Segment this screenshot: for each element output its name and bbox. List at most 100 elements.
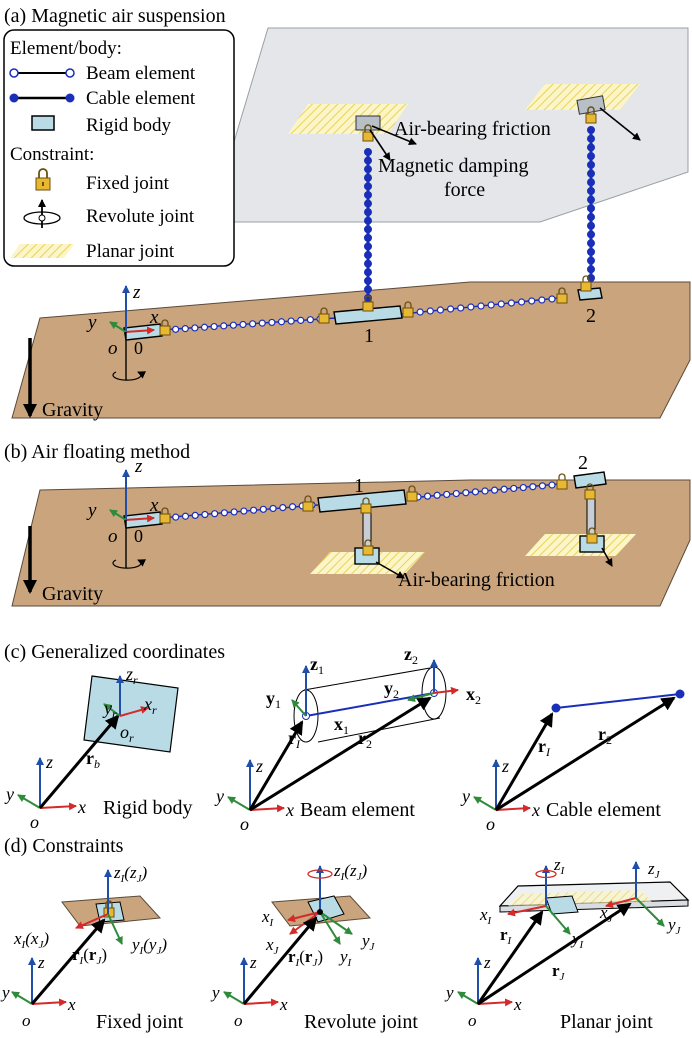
rb-label: rb <box>86 748 100 771</box>
x-axis-label-b: x <box>149 495 159 516</box>
beam-node <box>497 300 505 308</box>
cable-node <box>364 225 373 234</box>
d3-y-label: y <box>444 983 454 1002</box>
revolute-rotation-ring <box>307 869 333 879</box>
fixed-rI-label: rI(rJ) <box>72 945 107 967</box>
cable-node <box>364 259 373 268</box>
beam-nodes-b <box>162 481 556 522</box>
d1-y-label: y <box>0 983 10 1002</box>
beam-node <box>538 296 546 304</box>
beam-node <box>200 323 209 331</box>
beam-nodes-a <box>162 295 556 334</box>
cable-node <box>586 195 595 204</box>
cable-node <box>364 242 373 251</box>
cable-node <box>586 230 595 239</box>
cable-node <box>586 265 595 274</box>
c2-y-label: y <box>214 786 224 806</box>
beam-node <box>181 325 189 333</box>
floor-rigid-body-1 <box>333 305 403 325</box>
friction-arrow-b1 <box>375 561 405 579</box>
c2-x-label: x <box>285 800 294 820</box>
d2-z-label: z <box>249 953 257 972</box>
cable-nodes-2 <box>586 125 595 283</box>
d2-y-axis <box>223 991 245 1005</box>
support-post-2 <box>586 497 596 537</box>
ceiling-planar-patch-2 <box>525 84 640 110</box>
r2-vector <box>249 696 432 812</box>
ceiling-rigid-body-2 <box>576 95 606 115</box>
y-axis-label-b: y <box>86 500 97 521</box>
beam-node <box>477 302 485 310</box>
cable-node <box>586 160 595 169</box>
beam-node <box>230 508 238 516</box>
floor-plane-b <box>11 479 691 607</box>
or-label: or <box>120 722 134 745</box>
beam-node <box>433 491 441 499</box>
cable-node <box>586 143 595 152</box>
beam-element-coordinates: z1 y1 x1 z2 y2 x2 rI r2 z y o x Beam ele… <box>214 644 481 834</box>
beam-node <box>487 301 495 309</box>
beam-node <box>471 488 480 496</box>
d1-y-axis <box>11 991 33 1005</box>
fixed-joint-lock-icon <box>318 307 330 324</box>
legend-cable-label: Cable element <box>86 88 196 109</box>
fixed-joint-constraint: zI(zJ) xI(xJ) yI(yJ) rI(rJ) z y x o Fixe… <box>0 863 184 1033</box>
beam-node <box>467 303 475 311</box>
c3-z-label: z <box>501 756 509 776</box>
fixed-caption: Fixed joint <box>96 1011 184 1033</box>
cable-node <box>586 134 595 143</box>
d2-x-label: x <box>279 995 288 1014</box>
beam-node <box>481 487 489 495</box>
c3-y-label: y <box>460 786 470 806</box>
cable-node <box>364 148 373 157</box>
beam-node <box>229 321 237 329</box>
cable-node <box>364 182 373 191</box>
cable-node <box>364 208 373 217</box>
planar-yI-axis <box>545 905 571 935</box>
fixed-rI-vector <box>30 918 106 1005</box>
fixed-joint-lock-icon <box>406 485 418 502</box>
cable-node <box>364 156 373 165</box>
panel-c-title: (c) Generalized coordinates <box>4 641 225 663</box>
c1-x-label: x <box>77 797 86 817</box>
beam-node <box>172 513 180 521</box>
beam-caption: Beam element <box>300 799 415 821</box>
cable-segment <box>555 693 681 709</box>
beam-node <box>249 320 257 328</box>
planar-rI-vector <box>476 910 544 1005</box>
revolute-xI-axis <box>287 911 321 923</box>
cable-node <box>364 276 373 285</box>
d3-o-label: o <box>468 1011 477 1030</box>
fixed-xI-label: xI(xJ) <box>13 929 49 951</box>
zr-label: zr <box>125 664 138 687</box>
cable-node <box>586 178 595 187</box>
friction-arrow-2 <box>599 107 641 141</box>
cable-node <box>364 268 373 277</box>
z-axis-label-b: z <box>134 456 143 477</box>
c2-o-label: o <box>240 814 249 834</box>
c3-x-label: x <box>531 800 540 820</box>
beam-node <box>240 507 248 515</box>
fixed-joint-lock-icon <box>159 319 171 336</box>
planar-rI-label: rI <box>500 925 513 947</box>
revolute-rotation-icon-b <box>112 559 147 569</box>
y1-label: y1 <box>266 688 281 711</box>
planar-xJ-label: xJ <box>599 903 614 925</box>
cable-node <box>364 216 373 225</box>
magnetic-damping-label: Magnetic damping <box>378 155 529 177</box>
cable-node <box>586 221 595 230</box>
c1-y-label: y <box>4 784 14 804</box>
fixed-yI-label: yI(yJ) <box>130 935 167 957</box>
planar-rotation-ring <box>535 869 557 879</box>
fixed-joint-lock-icon <box>556 473 568 490</box>
magnetic-damping-force-label: force <box>444 179 485 201</box>
cable-node-2 <box>675 689 685 699</box>
beam-node <box>446 305 455 313</box>
panel-d-title: (d) Constraints <box>4 835 124 857</box>
cable-node <box>586 186 595 195</box>
body-1-label: 1 <box>364 325 374 347</box>
cable-node <box>364 165 373 174</box>
beam-node <box>507 299 516 307</box>
d2-y-label: y <box>210 983 220 1002</box>
beam-node <box>239 320 247 329</box>
